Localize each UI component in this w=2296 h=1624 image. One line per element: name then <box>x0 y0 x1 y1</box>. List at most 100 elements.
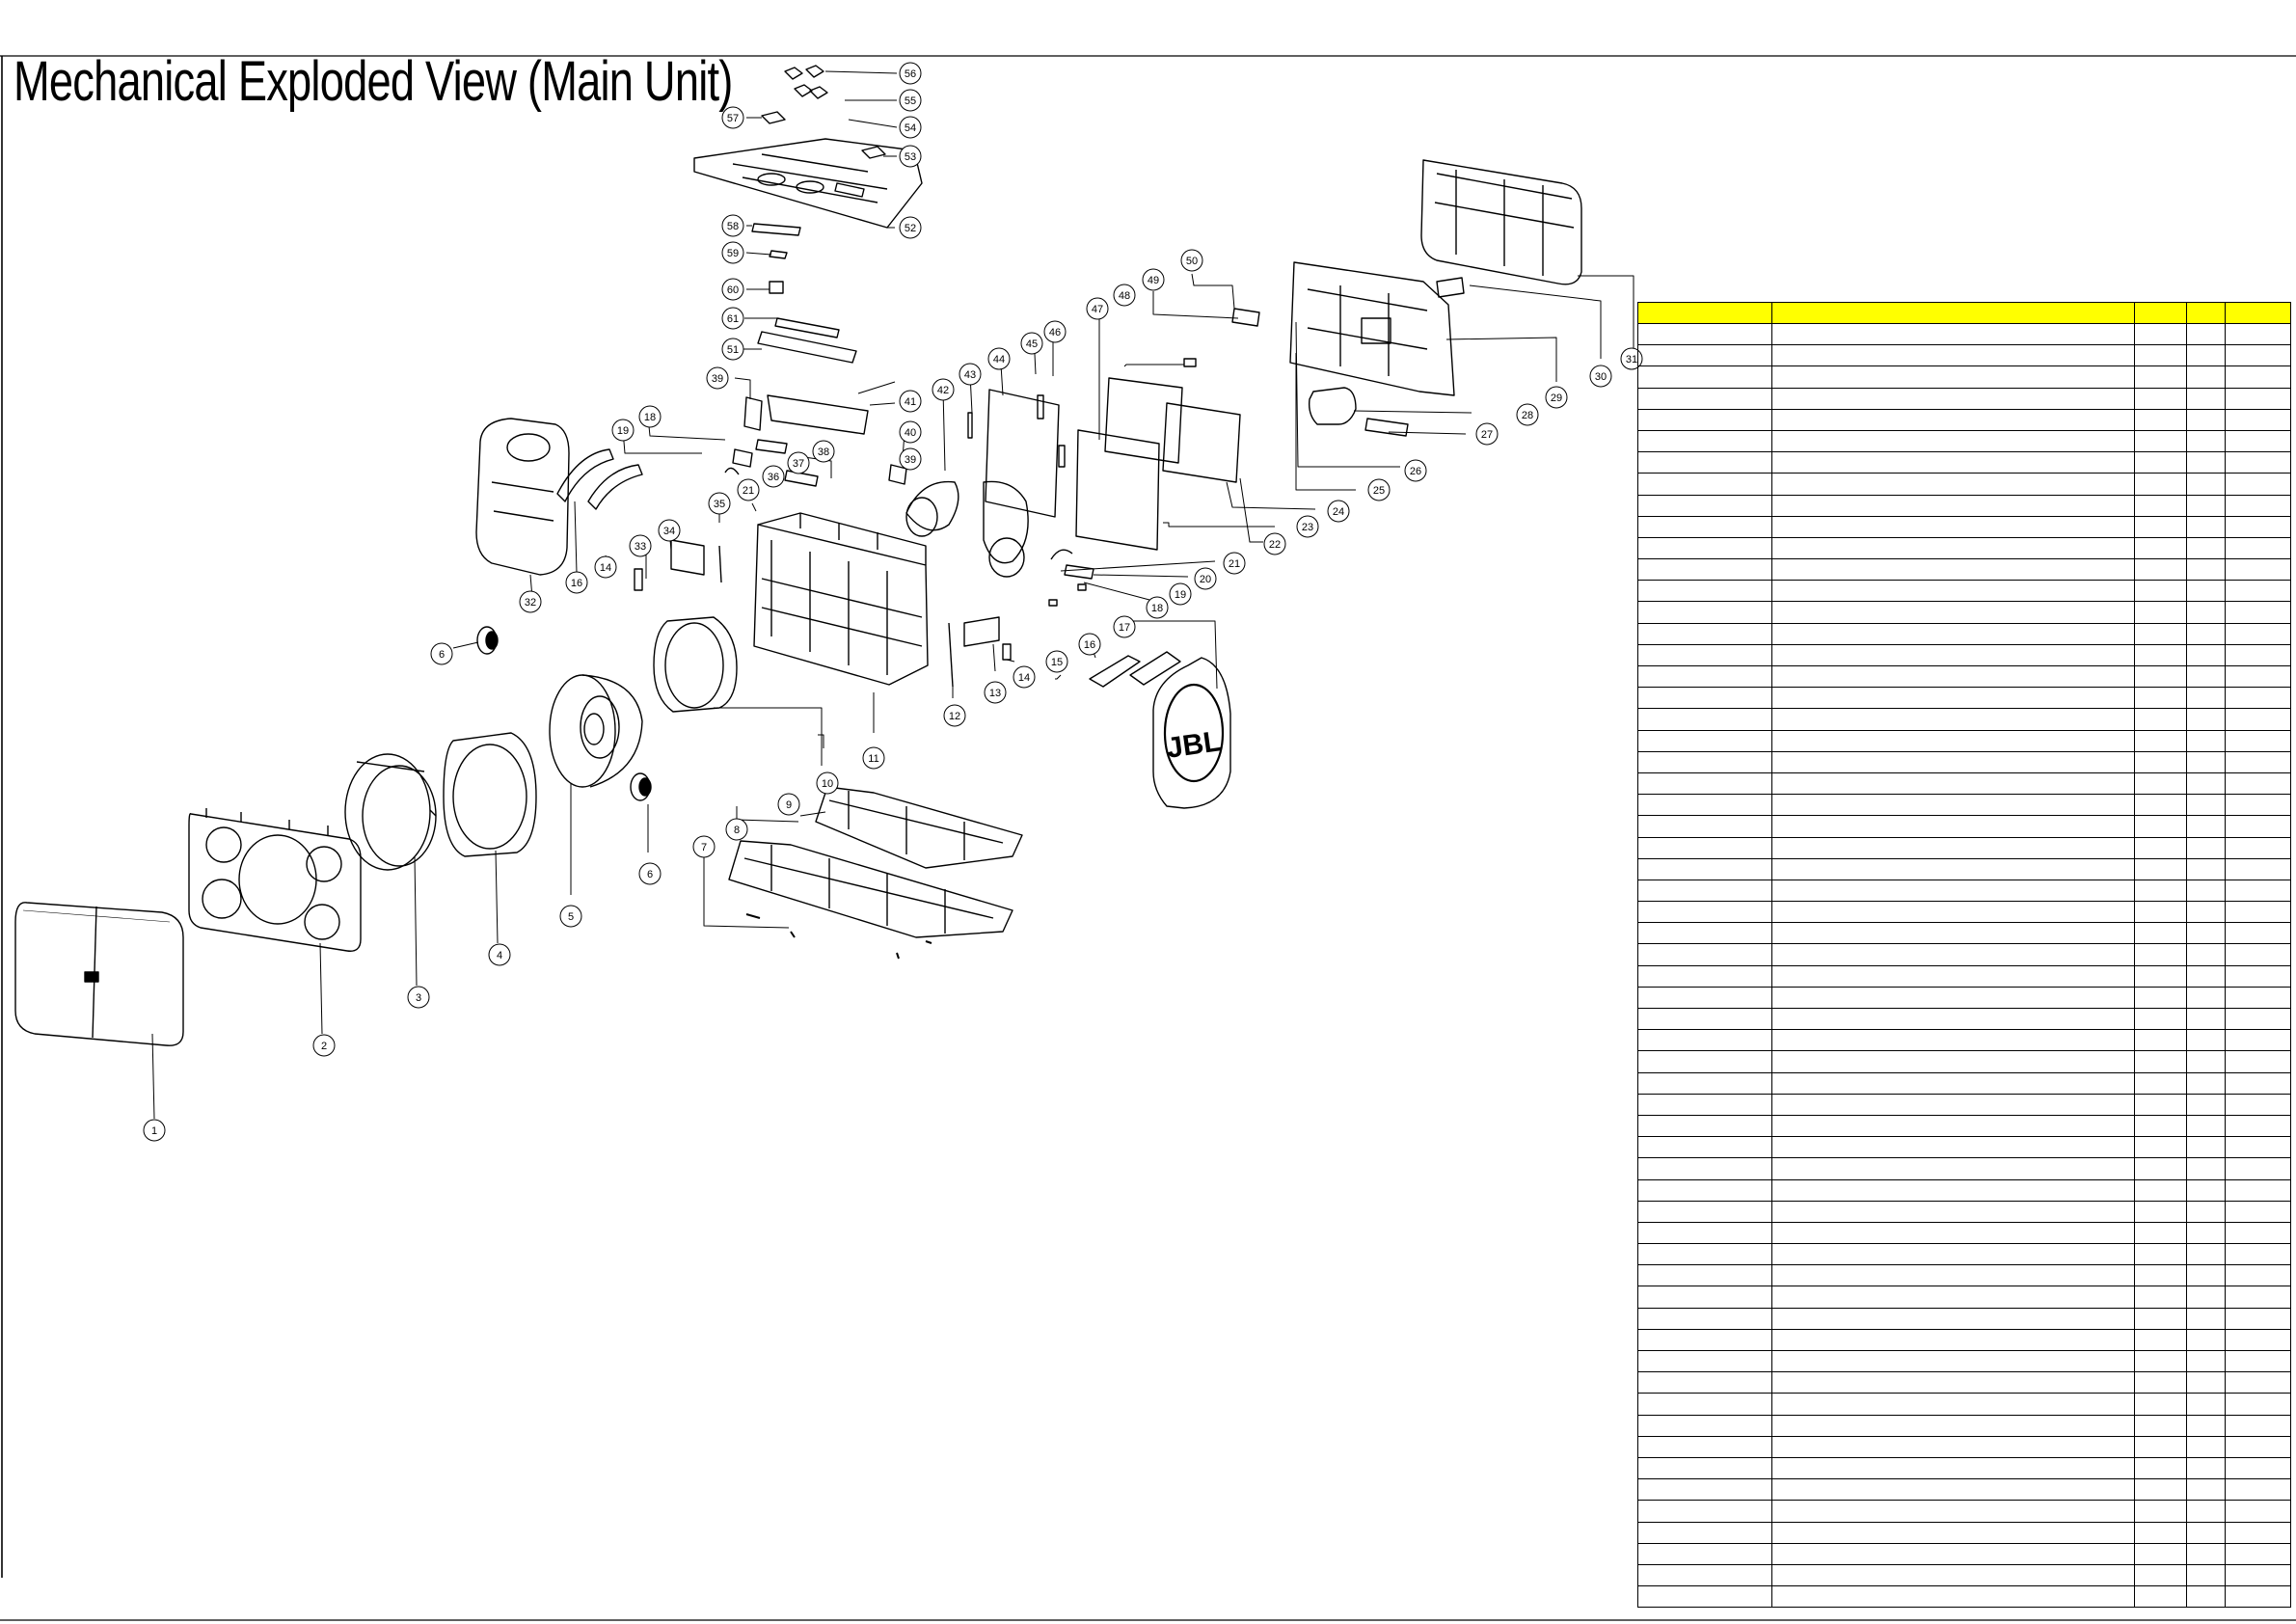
parts-table-cell <box>2186 344 2226 367</box>
parts-table-cell <box>1637 1221 1772 1245</box>
callout-circle <box>1113 615 1136 638</box>
small-bracket-parts <box>948 616 1012 688</box>
parts-table-cell <box>1637 1414 1772 1437</box>
rear-assembly-parts <box>1289 159 1582 437</box>
parts-table-cell <box>2225 1456 2291 1480</box>
parts-table-cell <box>1771 1456 2135 1480</box>
parts-table-cell <box>2186 1221 2226 1245</box>
parts-table-cell <box>1771 857 2135 880</box>
parts-table-cell <box>1637 1435 1772 1458</box>
parts-table-cell <box>1637 1114 1772 1138</box>
parts-table-cell <box>1771 1414 2135 1437</box>
parts-table-row <box>1637 1029 2291 1052</box>
parts-table-row <box>1637 1136 2291 1159</box>
parts-table-cell <box>2134 429 2187 453</box>
callout-circle <box>899 420 922 444</box>
parts-table-cell <box>2225 1264 2291 1287</box>
parts-table-cell <box>1637 387 1772 410</box>
parts-table-cell <box>2186 964 2226 988</box>
callout-circle <box>638 405 662 428</box>
parts-table-cell <box>2225 580 2291 603</box>
parts-table-cell <box>2134 1157 2187 1180</box>
parts-table-cell <box>2134 1328 2187 1352</box>
parts-table-row <box>1637 558 2291 582</box>
callout-circle <box>899 216 922 239</box>
callout-number: 17 <box>1119 622 1130 634</box>
parts-table-cell <box>2186 365 2226 389</box>
parts-table-header-cell <box>2225 302 2291 324</box>
parts-table-row <box>1637 964 2291 988</box>
parts-table-cell <box>2186 494 2226 517</box>
parts-table-cell <box>1637 1478 1772 1502</box>
parts-table-cell <box>2225 1435 2291 1458</box>
parts-table-row <box>1637 1114 2291 1138</box>
callout-bubble: 50 <box>1180 249 1203 272</box>
parts-table-cell <box>1771 643 2135 667</box>
parts-table-cell <box>1637 622 1772 645</box>
callout-number: 36 <box>768 472 779 483</box>
parts-table-row <box>1637 429 2291 453</box>
parts-table-cell <box>2134 1071 2187 1095</box>
parts-table-cell <box>1771 622 2135 645</box>
top-bracket-parts <box>732 394 907 487</box>
left-handle-parts <box>556 448 740 510</box>
parts-table-cell <box>2225 558 2291 582</box>
parts-table-cell <box>2186 601 2226 624</box>
callout-number: 52 <box>905 223 916 234</box>
callout-circle <box>1086 297 1109 320</box>
front-panel-part <box>188 808 362 952</box>
parts-table-cell <box>1637 494 1772 517</box>
parts-table-cell <box>2186 857 2226 880</box>
parts-table-cell <box>1637 1456 1772 1480</box>
parts-table-row <box>1637 729 2291 752</box>
parts-table-cell <box>1771 1328 2135 1352</box>
parts-table-cell <box>2134 1521 2187 1544</box>
parts-table-cell <box>2186 1093 2226 1116</box>
callout-circle <box>1545 386 1568 409</box>
callout-circle <box>1194 567 1217 590</box>
parts-table-cell <box>2225 473 2291 496</box>
callout-number: 39 <box>712 373 723 385</box>
parts-table-row <box>1637 622 2291 645</box>
parts-table-cell <box>1771 1050 2135 1073</box>
parts-table-row <box>1637 1371 2291 1394</box>
callout-circle <box>899 116 922 139</box>
parts-table-cell <box>2134 1114 2187 1138</box>
parts-table-cell <box>1771 1307 2135 1330</box>
parts-table-cell <box>2186 1114 2226 1138</box>
parts-table-cell <box>2186 708 2226 731</box>
parts-table-cell <box>1771 815 2135 838</box>
parts-table-cell <box>1637 815 1772 838</box>
parts-table-row <box>1637 1286 2291 1309</box>
callout-number: 13 <box>989 688 1001 699</box>
callout-bubble: 34 <box>658 519 681 542</box>
parts-table-cell <box>1637 1071 1772 1095</box>
parts-table-cell <box>2225 1478 2291 1502</box>
parts-table-row <box>1637 1393 2291 1416</box>
top-panel-part <box>693 138 923 229</box>
callout-number: 56 <box>905 68 916 80</box>
parts-table-cell <box>2186 408 2226 431</box>
ring-bezel-part <box>344 753 437 871</box>
callout-bubble: 3 <box>407 986 430 1009</box>
parts-table-cell <box>1771 879 2135 903</box>
callout-number: 25 <box>1373 485 1385 497</box>
parts-table-cell <box>2186 901 2226 924</box>
parts-table-cell <box>1637 1178 1772 1202</box>
callout-number: 1 <box>151 1125 157 1137</box>
parts-table-cell <box>2225 1500 2291 1523</box>
parts-table-cell <box>1637 794 1772 817</box>
parts-table-row <box>1637 771 2291 796</box>
parts-table-cell <box>2186 879 2226 903</box>
parts-table-row <box>1637 1456 2291 1480</box>
parts-table-cell <box>1637 322 1772 346</box>
parts-table-cell <box>1637 1307 1772 1330</box>
callout-circle <box>692 835 716 858</box>
parts-table-cell <box>2225 1585 2291 1609</box>
parts-table-row <box>1637 794 2291 817</box>
parts-table-row <box>1637 580 2291 603</box>
parts-table-row <box>1637 687 2291 710</box>
parts-table-cell <box>2186 387 2226 410</box>
parts-table-cell <box>1637 1093 1772 1116</box>
callout-bubble: 47 <box>1086 297 1109 320</box>
